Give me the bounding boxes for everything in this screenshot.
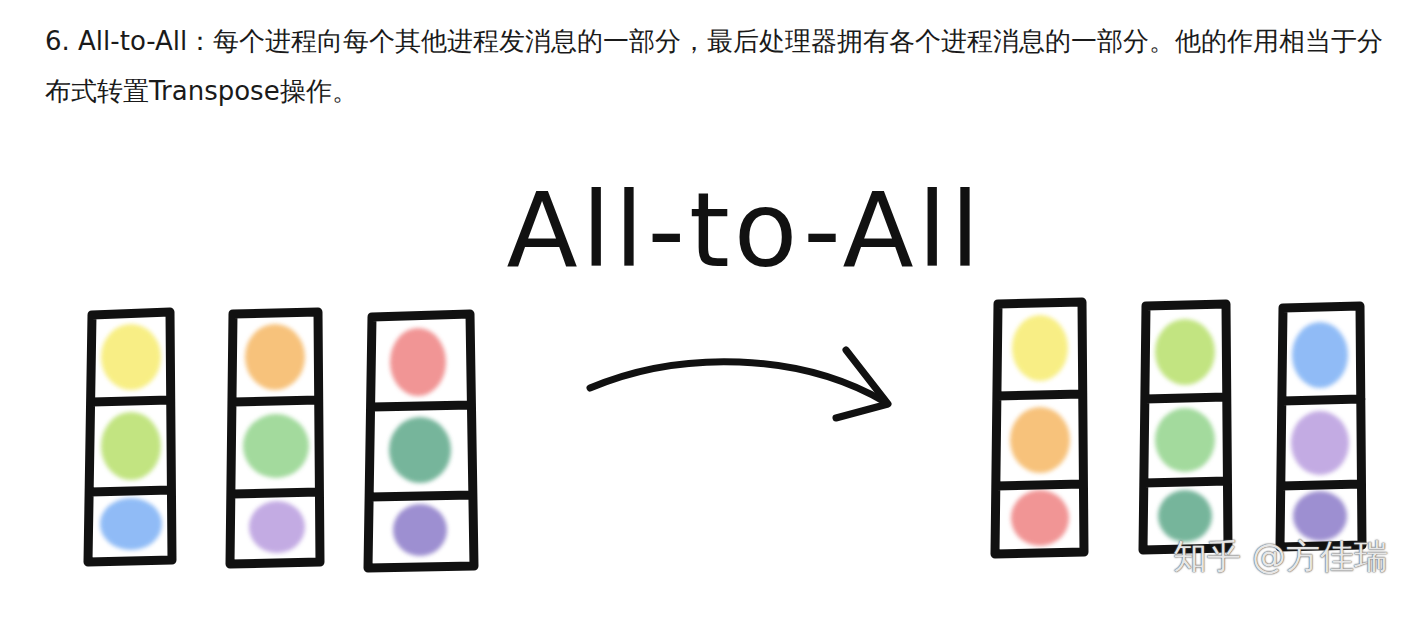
handwritten-title: All-to-All: [507, 178, 984, 282]
transfer-arrow: [590, 350, 888, 418]
heading: 6. All-to-All：每个进程向每个其他进程发消息的一部分，最后处理器拥有…: [45, 16, 1400, 116]
watermark: 知乎 @方佳瑞: [1173, 539, 1388, 573]
process-columns: [88, 302, 1362, 568]
color-blobs: [100, 315, 1349, 556]
